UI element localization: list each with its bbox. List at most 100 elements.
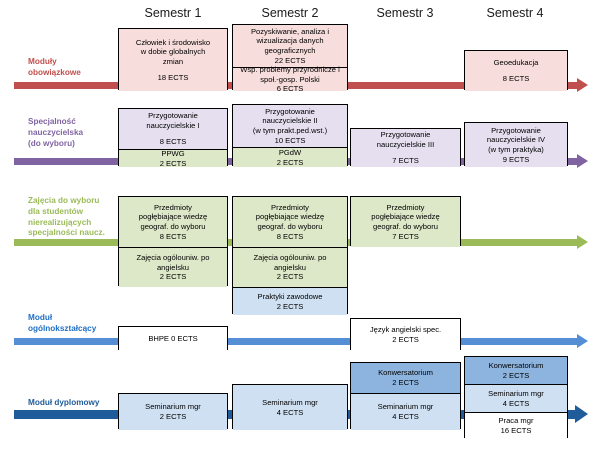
course-ects: 2 ECTS bbox=[276, 157, 304, 167]
course-cell[interactable]: Przygotowanie nauczycielskie II (w tym p… bbox=[233, 105, 347, 147]
arrowhead-icon-do_wyboru bbox=[577, 235, 588, 249]
course-ects: 2 ECTS bbox=[392, 378, 419, 387]
course-title: Człowiek i środowisko w dobie globalnych… bbox=[135, 37, 211, 66]
course-title: Język angielski spec. bbox=[369, 325, 442, 335]
course-title: Seminarium mgr bbox=[145, 402, 201, 412]
arrowhead-icon-obowiazkowe bbox=[577, 78, 588, 92]
course-ects: 2 ECTS bbox=[502, 370, 530, 380]
course-box-obowiazkowe-sem2[interactable]: Pozyskiwanie, analiza i wizualizacja dan… bbox=[232, 24, 348, 94]
course-ects: 18 ECTS bbox=[157, 72, 189, 82]
course-ects: 9 ECTS bbox=[502, 154, 530, 164]
course-ects: 7 ECTS bbox=[392, 231, 419, 241]
course-ects: 8 ECTS bbox=[502, 74, 530, 83]
course-box-nauczycielska-sem1[interactable]: Przygotowanie nauczycielskie I 8 ECTS PPWG… bbox=[118, 108, 228, 168]
course-box-do_wyboru-sem3[interactable]: Przedmioty pogłębiające wiedzę geograf. … bbox=[350, 196, 461, 247]
course-box-nauczycielska-sem2[interactable]: Przygotowanie nauczycielskie II (w tym p… bbox=[232, 104, 348, 167]
course-ects: 7 ECTS bbox=[392, 155, 419, 165]
course-box-ogolnoksztalcacy-sem1[interactable]: BHPE 0 ECTS bbox=[118, 326, 228, 351]
semester-header-3: Semestr 3 bbox=[376, 6, 434, 20]
arrowhead-icon-dyplomowy bbox=[575, 405, 588, 423]
course-ects: 2 ECTS bbox=[159, 272, 187, 282]
row-label-do_wyboru: Zajęcia do wyboru dla studentów niereali… bbox=[28, 196, 105, 238]
course-title: PPWG bbox=[161, 148, 185, 158]
course-ects: 2 ECTS bbox=[159, 158, 187, 168]
course-cell[interactable]: Przedmioty pogłębiające wiedzę geograf. … bbox=[233, 197, 347, 247]
course-ects: 8 ECTS bbox=[276, 231, 304, 241]
course-title: Seminarium mgr bbox=[377, 402, 434, 412]
course-ects: 4 ECTS bbox=[276, 407, 304, 417]
course-ects: 2 ECTS bbox=[276, 272, 304, 282]
course-title: Przedmioty pogłębiające wiedzę geograf. … bbox=[255, 202, 325, 231]
course-title: Wsp. problemy przyrodnicze i społ.-gosp.… bbox=[240, 64, 340, 84]
course-ects: 4 ECTS bbox=[392, 412, 419, 421]
course-title: Przedmioty pogłębiające wiedzę geograf. … bbox=[371, 202, 440, 231]
course-cell[interactable]: Geoedukacja 8 ECTS bbox=[465, 51, 567, 91]
course-ects: 8 ECTS bbox=[159, 231, 187, 241]
course-cell[interactable]: Przedmioty pogłębiające wiedzę geograf. … bbox=[351, 197, 460, 247]
course-title: Seminarium mgr bbox=[262, 397, 318, 407]
course-title: Przygotowanie nauczycielskie I bbox=[146, 111, 200, 131]
semester-header-2: Semestr 2 bbox=[261, 6, 319, 20]
course-box-nauczycielska-sem3[interactable]: Przygotowanie nauczycielskie III 7 ECTS bbox=[350, 128, 461, 167]
row-label-nauczycielska: Specjalność nauczycielska (do wyboru) bbox=[28, 117, 84, 148]
course-cell[interactable]: BHPE 0 ECTS bbox=[119, 327, 227, 351]
course-box-obowiazkowe-sem4[interactable]: Geoedukacja 8 ECTS bbox=[464, 50, 568, 91]
course-title: BHPE 0 ECTS bbox=[148, 334, 198, 344]
course-box-obowiazkowe-sem1[interactable]: Człowiek i środowisko w dobie globalnych… bbox=[118, 28, 228, 91]
course-box-do_wyboru-sem2[interactable]: Przedmioty pogłębiające wiedzę geograf. … bbox=[232, 196, 348, 315]
course-title: Przygotowanie nauczycielskie IV (w tym p… bbox=[486, 125, 546, 154]
track-arrow-ogolnoksztalcacy bbox=[14, 334, 588, 348]
course-box-do_wyboru-sem1[interactable]: Przedmioty pogłębiające wiedzę geograf. … bbox=[118, 196, 228, 287]
course-ects: 16 ECTS bbox=[500, 426, 532, 435]
course-title: PGdW bbox=[278, 147, 302, 157]
course-ects: 22 ECTS bbox=[274, 55, 306, 65]
course-cell[interactable]: Człowiek i środowisko w dobie globalnych… bbox=[119, 29, 227, 91]
course-title: Praca mgr bbox=[498, 416, 534, 426]
course-cell[interactable]: Przygotowanie nauczycielskie IV (w tym p… bbox=[465, 123, 567, 167]
arrowhead-icon-ogolnoksztalcacy bbox=[577, 334, 588, 348]
course-title: Przygotowanie nauczycielskie II (w tym p… bbox=[252, 106, 328, 135]
row-label-ogolnoksztalcacy: Moduł ogólnokształcący bbox=[28, 313, 97, 333]
course-title: Przygotowanie nauczycielskie III bbox=[376, 130, 435, 150]
semester-header-1: Semestr 1 bbox=[144, 6, 202, 20]
semester-header-4: Semestr 4 bbox=[486, 6, 544, 20]
arrowhead-icon-nauczycielska bbox=[577, 154, 588, 168]
course-ects: 2 ECTS bbox=[159, 412, 187, 421]
course-title: Konwersatorium bbox=[488, 360, 544, 370]
course-cell[interactable]: Przygotowanie nauczycielskie I 8 ECTS bbox=[119, 109, 227, 149]
course-ects: 6 ECTS bbox=[276, 84, 304, 94]
course-box-nauczycielska-sem4[interactable]: Przygotowanie nauczycielskie IV (w tym p… bbox=[464, 122, 568, 167]
course-ects: 10 ECTS bbox=[274, 135, 306, 145]
course-cell[interactable]: Pozyskiwanie, analiza i wizualizacja dan… bbox=[233, 25, 347, 67]
course-ects: 8 ECTS bbox=[159, 136, 187, 146]
course-cell[interactable]: Język angielski spec.2 ECTS bbox=[351, 319, 460, 351]
course-cell[interactable]: Wsp. problemy przyrodnicze i społ.-gosp.… bbox=[233, 64, 347, 94]
course-title: Seminarium mgr bbox=[488, 388, 544, 398]
course-ects: 2 ECTS bbox=[392, 335, 419, 344]
course-cell[interactable]: Przedmioty pogłębiające wiedzę geograf. … bbox=[119, 197, 227, 247]
course-ects: 2 ECTS bbox=[276, 301, 304, 311]
course-cell[interactable]: Przygotowanie nauczycielskie III 7 ECTS bbox=[351, 129, 460, 167]
course-title: Praktyki zawodowe bbox=[257, 291, 323, 301]
course-title: Konwersatorium bbox=[378, 368, 433, 378]
course-box-ogolnoksztalcacy-sem3[interactable]: Język angielski spec.2 ECTS bbox=[350, 318, 461, 351]
course-ects: 4 ECTS bbox=[502, 398, 530, 408]
course-title: Geoedukacja bbox=[493, 58, 539, 68]
